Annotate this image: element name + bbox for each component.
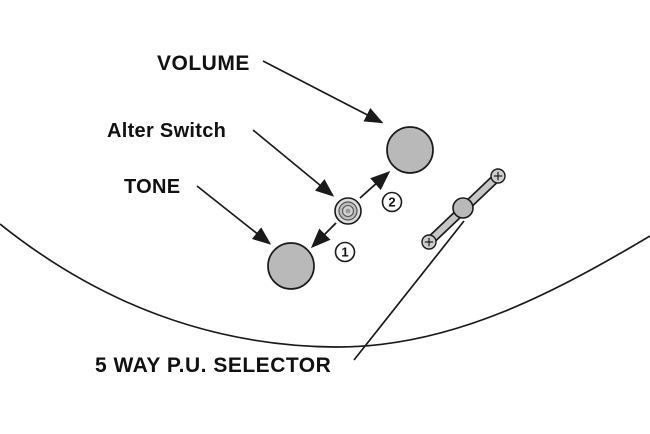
switch-direction-arrow-up xyxy=(359,171,391,199)
volume-label: VOLUME xyxy=(157,52,250,75)
five-way-pickup-selector xyxy=(421,168,506,250)
tone-leader-line xyxy=(196,185,272,245)
alter-switch-label: Alter Switch xyxy=(107,120,226,142)
selector-tip xyxy=(452,197,474,219)
selector-label: 5 WAY P.U. SELECTOR xyxy=(95,354,331,377)
tone-knob xyxy=(267,242,315,290)
position-marker-1: 1 xyxy=(334,241,356,263)
volume-knob xyxy=(386,126,434,174)
position-marker-2-label: 2 xyxy=(388,195,395,210)
alter-switch-leader-line xyxy=(252,129,335,197)
selector-leader-line xyxy=(353,220,465,361)
volume-leader-line xyxy=(262,60,384,124)
tone-label: TONE xyxy=(124,176,180,198)
position-marker-1-label: 1 xyxy=(341,245,348,260)
position-marker-2: 2 xyxy=(381,191,403,213)
screw-cross-icon xyxy=(424,237,434,247)
switch-direction-arrow-down xyxy=(310,222,337,249)
guitar-body-outline xyxy=(0,223,650,348)
screw-cross-icon xyxy=(493,171,503,181)
alter-switch-knob xyxy=(334,197,362,225)
selector-screw-top xyxy=(490,168,506,184)
selector-screw-bottom xyxy=(421,234,437,250)
